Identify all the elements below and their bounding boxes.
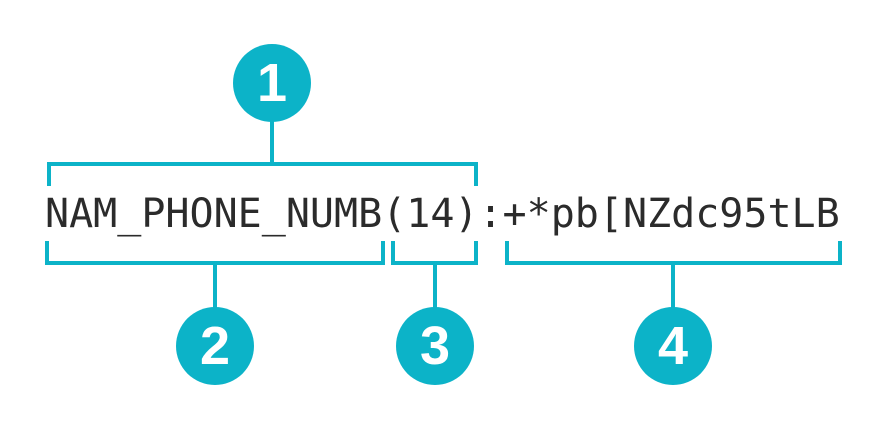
callout-1-badge: 1 bbox=[233, 44, 311, 122]
callout-1-number: 1 bbox=[256, 53, 288, 113]
callout-2-number: 2 bbox=[199, 316, 231, 376]
callout-2-badge: 2 bbox=[176, 307, 254, 385]
callout-4-bracket bbox=[505, 241, 842, 265]
expression-text: NAM_PHONE_NUMB(14):+*pb[NZdc95tLB bbox=[45, 191, 840, 237]
callout-4-badge: 4 bbox=[634, 307, 712, 385]
callout-3-number: 3 bbox=[419, 316, 451, 376]
callout-4-number: 4 bbox=[657, 316, 689, 376]
callout-4-connector-line bbox=[671, 263, 675, 311]
callout-3-connector-line bbox=[433, 263, 437, 311]
callout-1-bracket bbox=[47, 162, 478, 186]
callout-3-badge: 3 bbox=[396, 307, 474, 385]
callout-1-connector-line bbox=[270, 119, 274, 165]
callout-3-bracket bbox=[391, 241, 478, 265]
callout-2-bracket bbox=[45, 241, 385, 265]
callout-2-connector-line bbox=[213, 263, 217, 311]
